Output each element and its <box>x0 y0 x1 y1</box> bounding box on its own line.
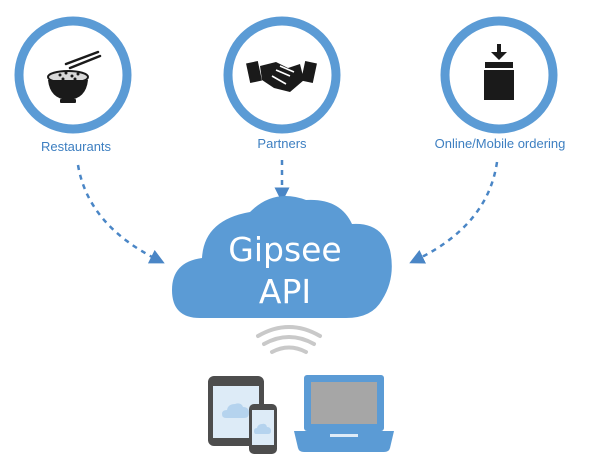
cloud-title-line1: Gipsee <box>228 230 342 269</box>
partners-node <box>223 16 341 134</box>
rice-bowl-chopsticks-icon <box>47 50 102 103</box>
wireless-waves-icon <box>256 325 322 354</box>
box-arrow-icon <box>484 44 514 100</box>
online-ordering-label: Online/Mobile ordering <box>434 136 566 151</box>
phone-icon <box>249 404 277 454</box>
restaurants-node <box>14 16 132 134</box>
partners-label: Partners <box>257 136 307 151</box>
restaurants-arrow <box>76 164 165 264</box>
laptop-icon <box>294 375 394 452</box>
cloud-icon <box>172 196 392 318</box>
online-ordering-arrow <box>409 161 499 264</box>
cloud-title-line2: API <box>258 272 312 311</box>
handshake-icon <box>246 60 317 92</box>
online-ordering-node <box>440 16 558 134</box>
restaurants-label: Restaurants <box>40 139 112 154</box>
